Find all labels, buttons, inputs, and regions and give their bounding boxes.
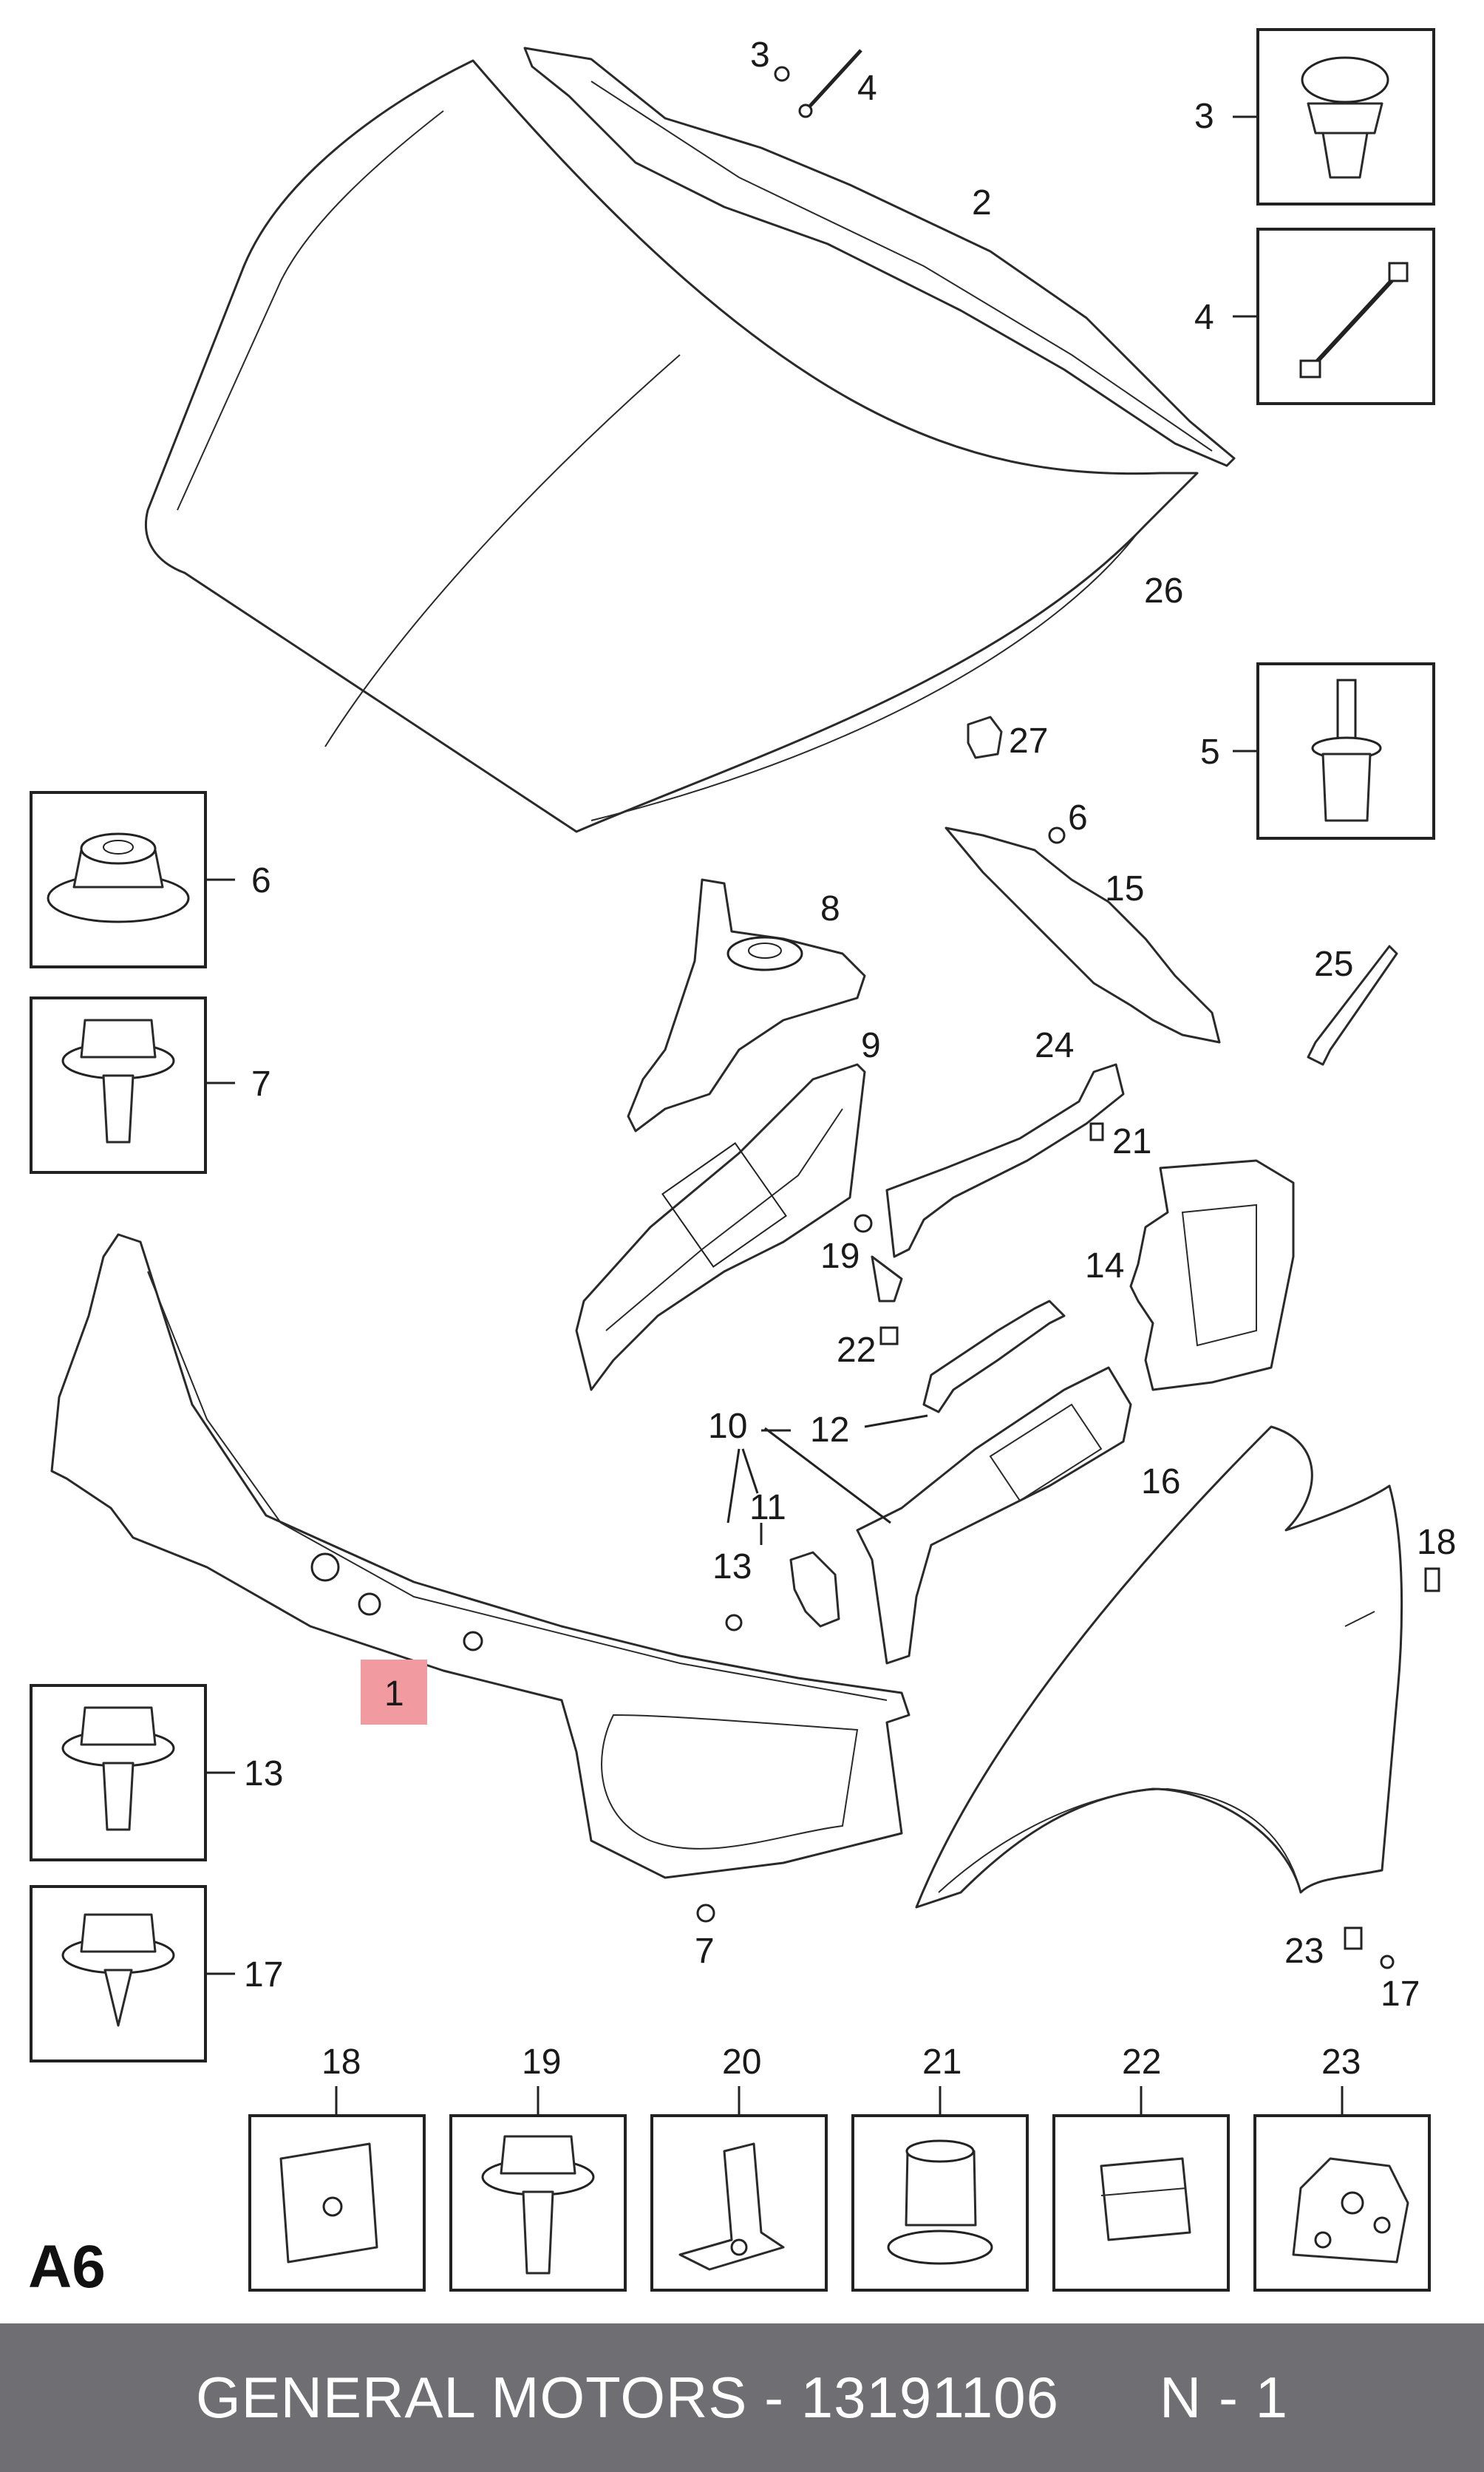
detail-label-21: 21 xyxy=(922,2043,961,2082)
footer-gap xyxy=(1059,2364,1160,2431)
bottom-box-19: 19 xyxy=(449,2043,627,2292)
push-clip-icon xyxy=(1301,56,1389,179)
detail-label-6: 6 xyxy=(251,861,271,900)
fender-part-16 xyxy=(915,1425,1403,1909)
part-1-highlight xyxy=(361,1660,427,1725)
callout-10: 10 xyxy=(708,1407,747,1446)
bottom-box-20: 20 xyxy=(650,2043,828,2292)
callout-22: 22 xyxy=(837,1331,876,1370)
detail-label-4: 4 xyxy=(1194,298,1214,337)
detail-label-19: 19 xyxy=(522,2043,561,2082)
side-bracket-part-14 xyxy=(1129,1159,1295,1391)
hood-prop-rod-part-4 xyxy=(774,49,862,118)
callout-8: 8 xyxy=(820,889,840,928)
callout-16: 16 xyxy=(1141,1462,1180,1501)
callout-27: 27 xyxy=(1009,721,1048,761)
flange-nut-icon xyxy=(47,832,190,923)
detail-label-17: 17 xyxy=(244,1955,283,1994)
flange-bolt-icon xyxy=(61,1019,175,1144)
detail-label-22: 22 xyxy=(1122,2043,1161,2082)
bottom-box-21: 21 xyxy=(851,2043,1029,2292)
footer-separator: - xyxy=(747,2365,801,2430)
pointed-screw-icon xyxy=(61,1913,175,2027)
fastener-part-17-scene xyxy=(1380,1955,1395,1969)
bracket-part-24 xyxy=(871,1063,1125,1303)
fastener-part-13-scene xyxy=(725,1614,743,1631)
hood-part-26 xyxy=(144,59,1199,833)
fastener-part-22-scene xyxy=(879,1326,899,1345)
detail-label-23: 23 xyxy=(1321,2043,1361,2082)
callout-21: 21 xyxy=(1112,1122,1151,1161)
spring-nut-icon xyxy=(1100,2157,1191,2241)
fastener-part-25 xyxy=(1307,945,1398,1066)
bracket-clip-icon xyxy=(678,2142,785,2271)
callout-1: 1 xyxy=(384,1674,404,1714)
callout-17: 17 xyxy=(1381,1974,1420,2014)
detail-box-4 xyxy=(1256,228,1435,405)
bottom-box-23: 23 xyxy=(1253,2043,1431,2292)
fastener-part-7-scene xyxy=(696,1904,715,1923)
mounting-plate-icon xyxy=(1292,2157,1409,2264)
callout-23: 23 xyxy=(1284,1932,1324,1971)
detail-label-20: 20 xyxy=(722,2043,761,2082)
callout-3: 3 xyxy=(750,35,770,75)
fastener-part-6-scene xyxy=(1048,826,1066,844)
bottom-box-22: 22 xyxy=(1052,2043,1230,2292)
footer-brand: GENERAL MOTORS xyxy=(195,2365,748,2430)
detail-label-5: 5 xyxy=(1200,733,1220,772)
flange-bolt-icon xyxy=(61,1706,175,1831)
callout-25: 25 xyxy=(1314,945,1353,984)
fastener-part-19-scene xyxy=(854,1214,873,1233)
footer-bar: GENERAL MOTORS - 13191106 N - 1 xyxy=(0,2323,1484,2472)
fastener-part-21-scene xyxy=(1089,1122,1104,1141)
upper-rail-part-10 xyxy=(856,1366,1132,1665)
strut-tower-part-8 xyxy=(627,878,866,1133)
callout-26: 26 xyxy=(1144,571,1183,611)
section-code: A6 xyxy=(28,2233,106,2300)
flange-bolt-icon xyxy=(481,2135,595,2275)
bracket-part-12 xyxy=(922,1300,1066,1413)
bracket-part-11 xyxy=(789,1551,840,1628)
callout-18: 18 xyxy=(1417,1523,1456,1562)
callout-6: 6 xyxy=(1068,798,1088,838)
bottom-box-18: 18 xyxy=(248,2043,426,2292)
callout-13: 13 xyxy=(712,1547,752,1586)
callout-24: 24 xyxy=(1035,1026,1074,1065)
fender-apron-part-9 xyxy=(575,1063,866,1391)
callout-14: 14 xyxy=(1085,1246,1124,1286)
callout-19: 19 xyxy=(820,1237,860,1276)
callout-2: 2 xyxy=(972,183,992,223)
front-end-panel-part-1 xyxy=(50,1233,911,1879)
fastener-part-23-scene xyxy=(1344,1926,1363,1950)
callout-7: 7 xyxy=(695,1932,715,1971)
prop-rod-icon xyxy=(1299,262,1409,378)
callout-15: 15 xyxy=(1105,869,1144,909)
fastener-part-27 xyxy=(967,716,1003,759)
callout-11: 11 xyxy=(749,1488,786,1527)
detail-label-13: 13 xyxy=(244,1754,283,1793)
footer-part-number: 13191106 xyxy=(800,2365,1059,2430)
fastener-part-18-scene xyxy=(1424,1567,1440,1592)
clip-nut-icon xyxy=(279,2142,378,2264)
callout-4: 4 xyxy=(857,69,877,108)
detail-label-18: 18 xyxy=(321,2043,361,2082)
footer-quantity: N - 1 xyxy=(1160,2365,1289,2430)
reinforcement-part-15 xyxy=(944,826,1221,1044)
detail-label-7: 7 xyxy=(251,1064,271,1104)
hood-seal-part-2 xyxy=(523,47,1236,467)
callout-9: 9 xyxy=(861,1026,881,1065)
rivet-clip-icon xyxy=(1311,679,1382,822)
grommet-clip-icon xyxy=(887,2139,993,2265)
callout-12: 12 xyxy=(810,1410,849,1450)
detail-label-3: 3 xyxy=(1194,97,1214,136)
leader-lines xyxy=(726,1414,928,1545)
